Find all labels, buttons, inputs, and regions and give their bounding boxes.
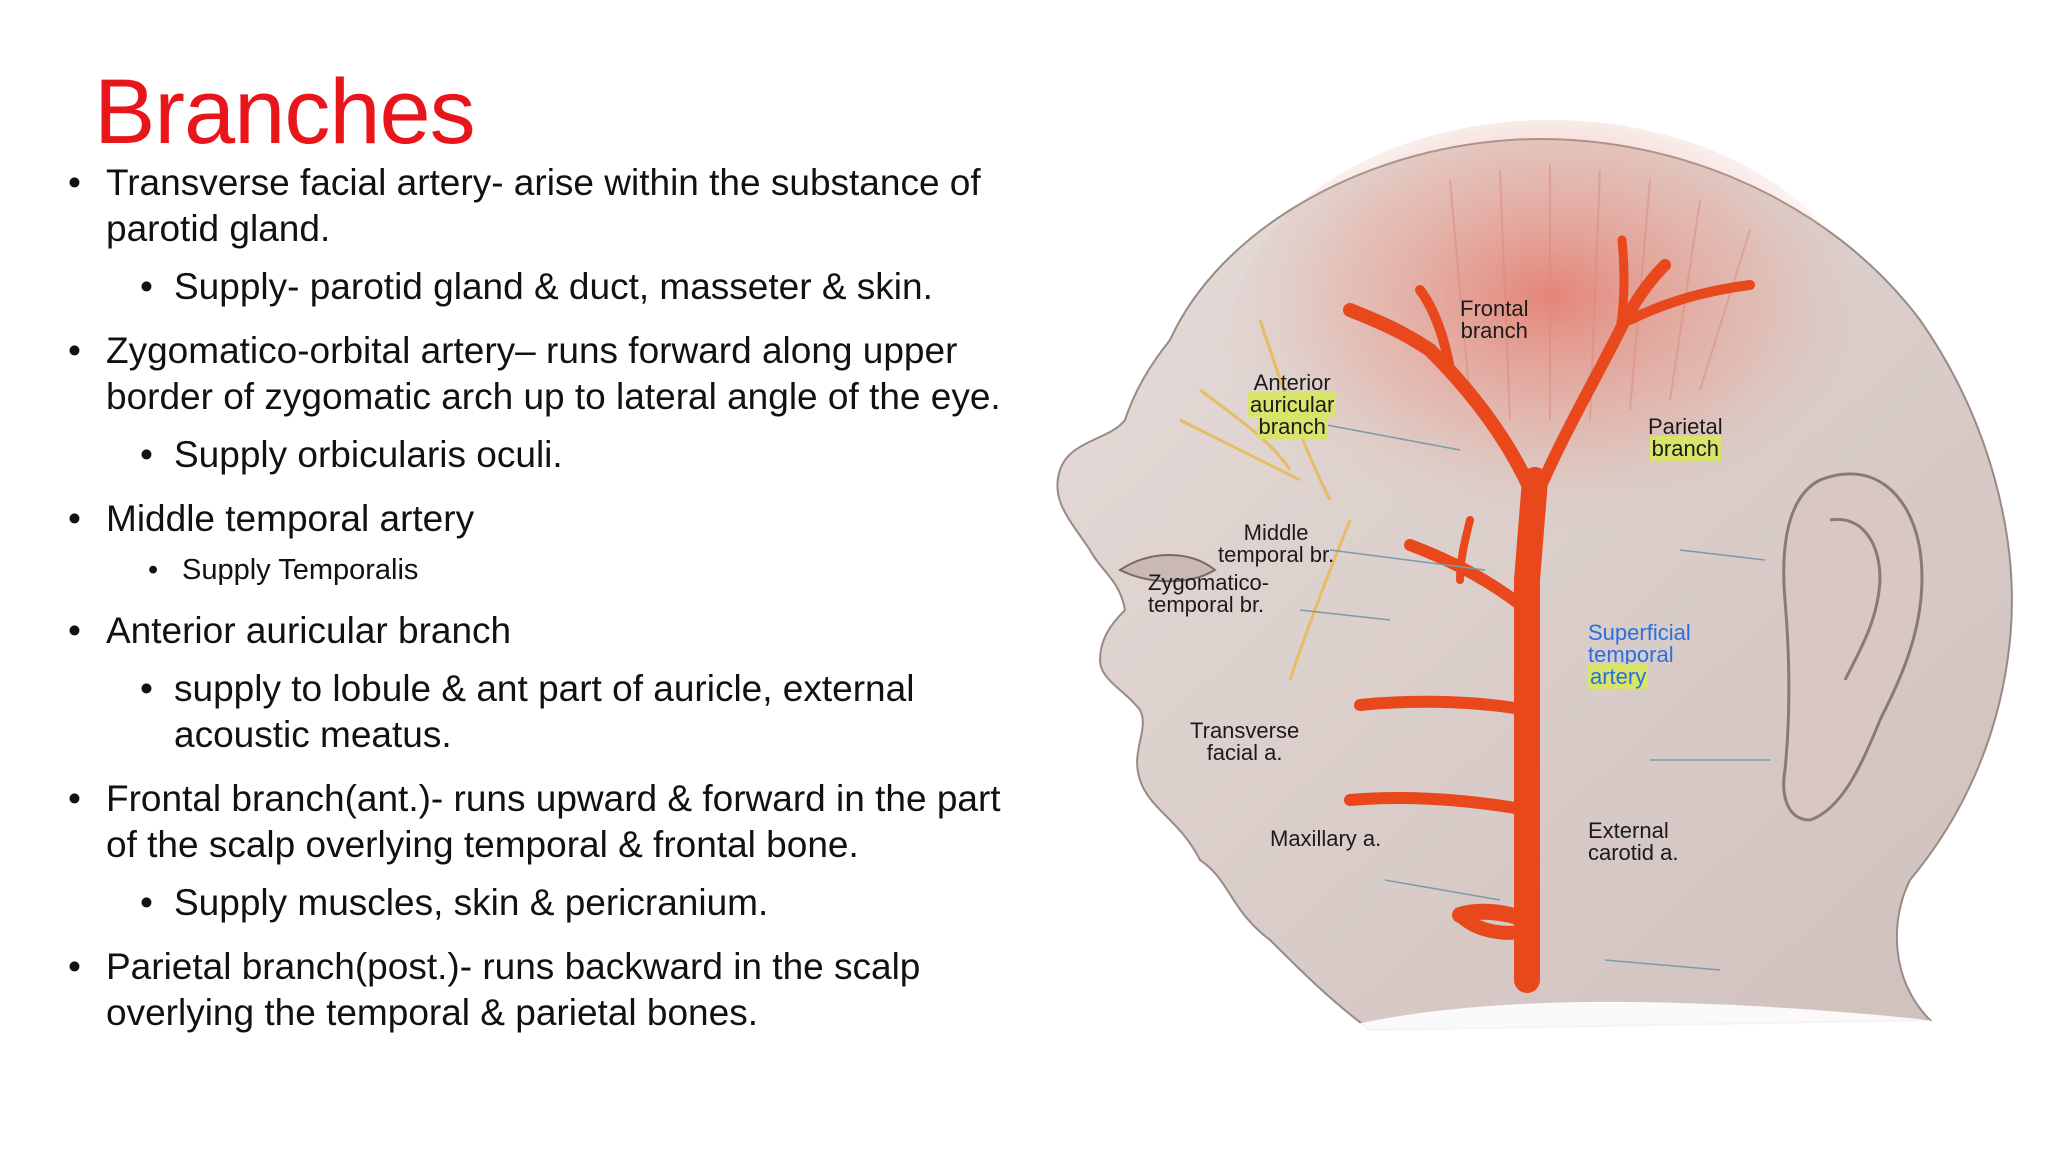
bullet-text: supply to lobule & ant part of auricle, … [174,668,915,755]
bullet-dot: • [140,882,153,923]
label-parietal-branch: Parietal branch [1648,414,1723,461]
ear-fold [1829,517,1882,681]
bullet-zygomatico-orbital: • Zygomatico-orbital artery– runs forwar… [68,328,1028,420]
sub-bullet-anterior-supply: • supply to lobule & ant part of auricle… [68,666,1028,758]
bullet-text: Supply- parotid gland & duct, masseter &… [174,266,933,307]
label-line: External [1588,818,1669,843]
label-middle-temporal: Middle temporal br. [1218,522,1334,566]
label-line: auricular [1248,392,1337,417]
bullet-text: Anterior auricular branch [106,610,512,651]
bullet-text: Transverse facial artery- arise within t… [106,162,981,249]
label-line: temporal br. [1218,542,1335,567]
bullet-dot: • [68,610,81,651]
bullet-frontal-branch: • Frontal branch(ant.)- runs upward & fo… [68,776,1028,868]
bullet-dot: • [68,778,81,819]
sub-bullet-frontal-supply: • Supply muscles, skin & pericranium. [68,880,1028,926]
bullet-dot: • [68,162,81,203]
bullet-anterior-auricular: • Anterior auricular branch [68,608,1028,654]
bullet-dot: • [68,946,81,987]
label-line: branch [1256,414,1328,439]
label-line: Maxillary a. [1270,826,1382,851]
label-zygomatico-temporal: Zygomatico- temporal br. [1148,572,1269,616]
label-line: temporal [1588,642,1674,667]
bullet-middle-temporal: • Middle temporal artery [68,496,1028,542]
label-line: branch [1460,318,1528,343]
bullet-parietal-branch: • Parietal branch(post.)- runs backward … [68,944,1028,1036]
sub-bullet-middle-supply: • Supply Temporalis [68,550,1028,590]
label-maxillary: Maxillary a. [1270,828,1381,850]
bullet-dot: • [140,668,153,709]
label-external-carotid: External carotid a. [1588,820,1679,864]
bullet-text: Frontal branch(ant.)- runs upward & forw… [106,778,1001,865]
bullet-dot: • [68,498,81,539]
neck-shading [1310,1001,1930,1152]
label-superficial-temporal: Superficial temporal artery [1588,620,1691,689]
head-illustration: Frontal branch Anterior auricular branch… [1030,120,2030,1152]
label-line: temporal br. [1148,592,1265,617]
label-line: artery [1588,664,1649,689]
label-line: Anterior [1253,370,1331,395]
label-line: facial a. [1206,740,1283,765]
label-line: carotid a. [1588,840,1679,865]
bullet-list: • Transverse facial artery- arise within… [68,160,1028,1036]
ear [1782,472,1924,822]
label-line: Superficial [1588,620,1691,645]
bullet-text: Middle temporal artery [106,498,475,539]
label-anterior-auricular: Anterior auricular branch [1248,370,1337,439]
bullet-text: Zygomatico-orbital artery– runs forward … [106,330,1001,417]
bullet-dot: • [148,554,159,586]
bullet-text: Supply Temporalis [182,554,419,586]
label-line: Frontal [1460,296,1529,321]
label-line: Middle [1243,520,1309,545]
bullet-dot: • [140,266,153,307]
label-line: Transverse [1190,718,1300,743]
label-line: branch [1649,436,1721,461]
eye [1118,554,1217,583]
sub-bullet-zygomatico-supply: • Supply orbicularis oculi. [68,432,1028,478]
bullet-text: Parietal branch(post.)- runs backward in… [106,946,921,1033]
label-leaders [1299,419,1770,971]
bullet-transverse-facial: • Transverse facial artery- arise within… [68,160,1028,252]
bullet-dot: • [68,330,81,371]
superficial-temporal-artery-tree [1343,235,1755,993]
label-frontal-branch: Frontal branch [1460,298,1528,342]
bullet-text: Supply orbicularis oculi. [174,434,563,475]
bullet-dot: • [140,434,153,475]
slide-title: Branches [94,61,476,163]
sub-bullet-transverse-supply: • Supply- parotid gland & duct, masseter… [68,264,1028,310]
label-transverse-facial: Transverse facial a. [1190,720,1299,764]
head-drawing [1056,120,2013,1152]
bullet-text: Supply muscles, skin & pericranium. [174,882,769,923]
label-line: Parietal [1648,414,1723,439]
label-line: Zygomatico- [1148,570,1270,595]
